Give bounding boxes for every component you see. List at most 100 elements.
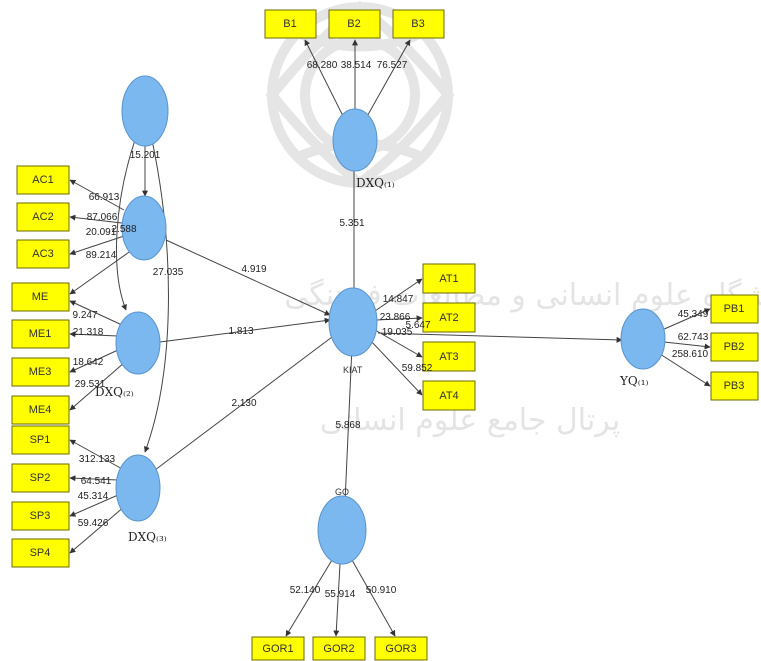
node-label-kiat: KIAT: [343, 365, 363, 375]
coef-ac-extra2: 2.588: [111, 224, 136, 235]
indicator-pb3: PB3: [710, 371, 759, 401]
node-label-go: GO: [335, 487, 349, 497]
node-label-dxq3: DXQ₍₃₎: [128, 530, 167, 544]
svg-text:AT1: AT1: [439, 273, 458, 285]
indicator-me: ME: [11, 282, 70, 312]
indicator-pb2: PB2: [710, 332, 759, 362]
edge-dxq2-me4: [69, 361, 126, 411]
node-label-dxq1: DXQ₍₁₎: [356, 176, 395, 190]
svg-text:ME: ME: [32, 291, 49, 303]
edge-kiat-at3: [374, 329, 423, 358]
edge-dxq2-me: [69, 300, 123, 326]
indicator-me3: ME3: [11, 357, 70, 387]
latent-node-go: [317, 495, 367, 565]
indicator-ac3: AC3: [16, 239, 70, 269]
coef-at1: 14.847: [383, 294, 414, 305]
coef-gor2: 55.914: [325, 589, 356, 600]
edge-yq-pb1: [661, 308, 711, 331]
coef-me1: 21.318: [73, 327, 104, 338]
edge-dxq1-b1: [304, 39, 346, 121]
coef-ac1: 66.913: [89, 192, 120, 203]
indicator-me4: ME4: [11, 395, 70, 425]
coef-ac2: 87.066: [87, 212, 118, 223]
coef-b2: 38.514: [341, 60, 372, 71]
edge-go-gor3: [351, 559, 396, 637]
edge-dxqu-ac2: [69, 214, 123, 224]
coef-sp2: 64.541: [81, 476, 112, 487]
edge-dxqu-kiat: [165, 239, 331, 316]
edge-dxq2-me3: [69, 349, 119, 373]
indicator-sp1: SP1: [11, 425, 70, 455]
coef-dxqu-kiat: 4.919: [241, 264, 266, 275]
node-label-dxq2: DXQ₍₂₎: [95, 385, 134, 399]
svg-text:AT2: AT2: [439, 312, 458, 324]
edge-kiat-at4: [369, 339, 423, 396]
edge-dxq1-b3: [364, 39, 411, 121]
indicator-at2: AT2: [422, 302, 476, 333]
edge-dxqu-ac1: [69, 179, 125, 211]
svg-text:AT3: AT3: [439, 351, 458, 363]
svg-text:PB2: PB2: [724, 341, 745, 353]
edge-yq-pb3: [659, 353, 711, 387]
latent-node-x1: [121, 75, 169, 147]
coef-at2b: 5.647: [405, 320, 430, 331]
coef-at2: 23.866: [380, 312, 411, 323]
indicator-pb1: PB1: [710, 294, 759, 324]
edge-dxq3-kiat: [154, 333, 337, 471]
indicator-b2: B2: [328, 9, 381, 39]
indicator-b1: B1: [264, 9, 317, 39]
svg-text:PB1: PB1: [724, 303, 745, 315]
edge-go-gor1: [285, 559, 333, 637]
coef-pb2: 62.743: [678, 332, 709, 343]
coef-b3: 76.527: [377, 60, 408, 71]
coef-x1-dxq3: 27.035: [153, 267, 184, 278]
indicator-sp2: SP2: [11, 463, 70, 493]
coef-sp4: 59.426: [78, 518, 109, 529]
edge-x1-dxq3: [144, 139, 169, 453]
coef-pb3: 258.610: [672, 349, 709, 360]
svg-text:ME1: ME1: [29, 328, 52, 340]
edge-go-gor2: [333, 563, 341, 637]
indicator-sp4: SP4: [11, 538, 70, 568]
latent-node-yq: [620, 308, 666, 370]
indicator-at4: AT4: [422, 380, 476, 411]
coef-dxq3-kiat: 2.130: [231, 398, 256, 409]
svg-text:GOR3: GOR3: [385, 643, 416, 655]
svg-text:SP1: SP1: [30, 434, 51, 446]
indicator-at3: AT3: [422, 341, 476, 372]
edge-dxq3-sp4: [69, 505, 126, 554]
edge-x1-dxq: [116, 139, 136, 311]
svg-text:B1: B1: [283, 18, 296, 30]
edge-go-kiat: [344, 345, 355, 503]
latent-node-dxq3: [115, 454, 161, 522]
coef-x1-dxq2: 15.201: [130, 150, 161, 161]
svg-text:PB3: PB3: [724, 380, 745, 392]
svg-text:ME3: ME3: [29, 366, 52, 378]
coef-b1: 68.280: [307, 60, 338, 71]
edge-dxq2-me1: [69, 331, 119, 338]
edge-dxqu-me: [69, 249, 133, 295]
indicator-gor1: GOR1: [251, 636, 305, 661]
edge-dxq3-sp1: [69, 439, 125, 471]
indicator-ac1: AC1: [16, 165, 70, 195]
coef-gor3: 50.910: [366, 585, 397, 596]
edge-dxq3-sp3: [69, 494, 119, 517]
svg-text:GOR2: GOR2: [323, 643, 354, 655]
indicator-me1: ME1: [11, 319, 70, 349]
svg-text:ME4: ME4: [29, 404, 52, 416]
coef-me4: 29.531: [75, 379, 106, 390]
svg-text:AT4: AT4: [439, 390, 458, 402]
latent-node-kiat: [328, 287, 378, 357]
coef-ac-extra1: 20.091: [86, 227, 117, 238]
coef-go-kiat: 5.868: [335, 420, 360, 431]
edge-kiat-at1: [371, 278, 423, 314]
indicator-sp3: SP3: [11, 501, 70, 531]
edge-kiat-at2: [375, 315, 423, 322]
latent-node-dxq-upper: [121, 195, 167, 261]
coef-me3: 18.642: [73, 357, 104, 368]
coef-at3: 19.035: [382, 327, 413, 338]
indicator-ac2: AC2: [16, 202, 70, 232]
svg-text:B3: B3: [411, 18, 424, 30]
coef-sp3: 45.314: [78, 491, 109, 502]
edge-dxq2-kiat: [159, 317, 331, 343]
